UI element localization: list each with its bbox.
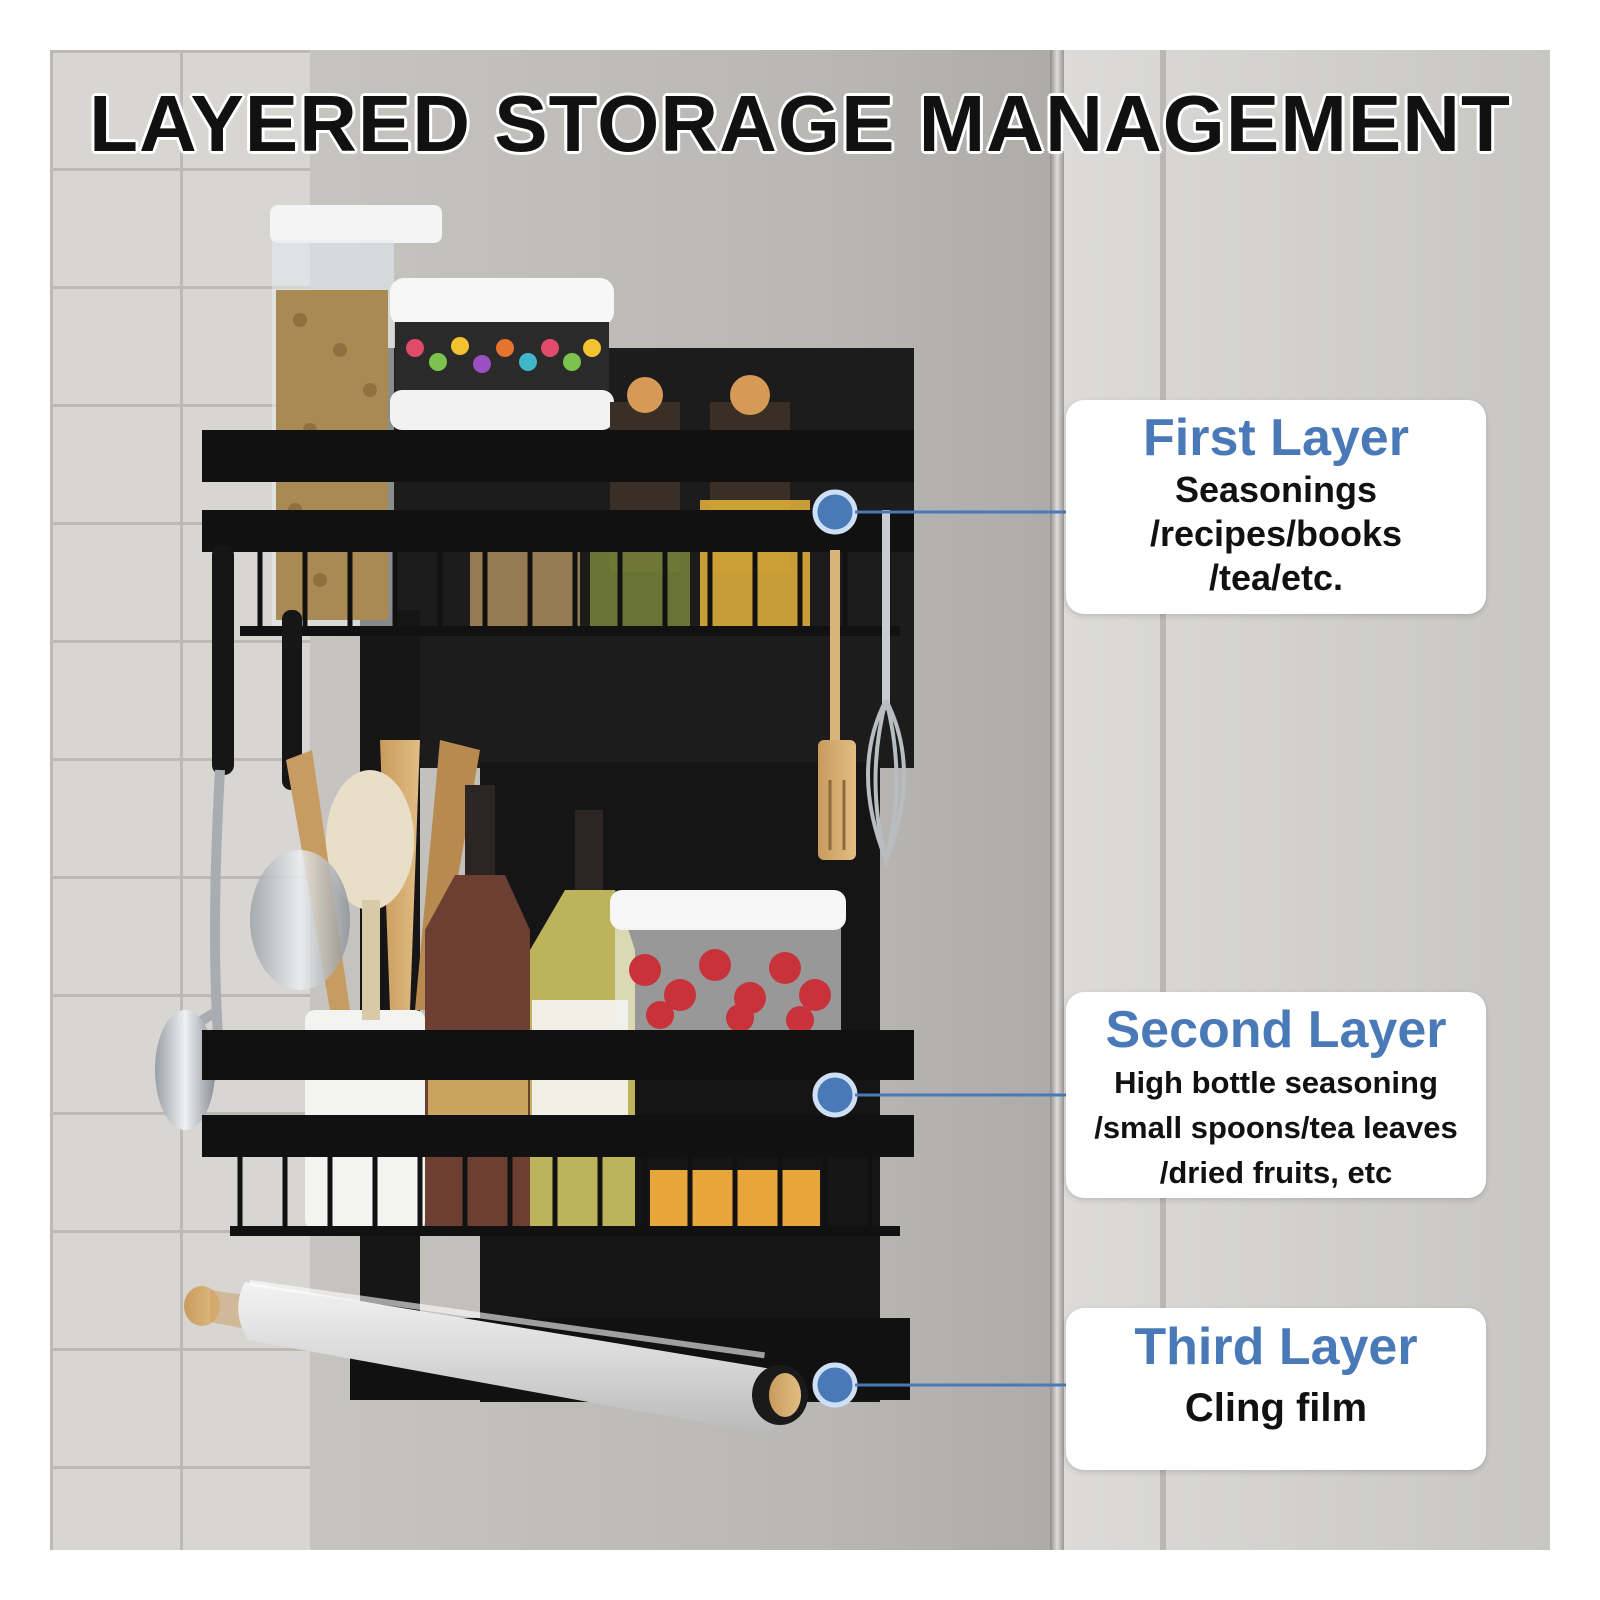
callout-heading: Third Layer bbox=[1134, 1318, 1418, 1376]
callout-connector-lines bbox=[855, 510, 1066, 1387]
fridge-side bbox=[1064, 50, 1550, 1550]
magnetic-rack-illustration bbox=[155, 205, 1066, 1435]
second-layer-basket bbox=[202, 1030, 914, 1236]
fridge-edge bbox=[1160, 50, 1166, 1550]
callout-heading: Second Layer bbox=[1105, 1001, 1447, 1059]
candy-container bbox=[390, 278, 614, 430]
fridge-door-gap bbox=[1050, 50, 1064, 1550]
whisk bbox=[866, 510, 906, 868]
callout-line: /recipes/books bbox=[1149, 513, 1403, 554]
callout-line: /small spoons/tea leaves bbox=[1094, 1110, 1458, 1145]
callout-third-layer: Third Layer Cling film bbox=[1066, 1308, 1486, 1470]
cling-film-roll bbox=[184, 1280, 910, 1435]
tile-wall bbox=[50, 50, 310, 1550]
first-layer-basket bbox=[202, 430, 914, 636]
callout-line: Cling film bbox=[1184, 1386, 1368, 1430]
callout-first-layer: First Layer Seasonings /recipes/books /t… bbox=[1066, 400, 1486, 614]
callout-line: /dried fruits, etc bbox=[1159, 1155, 1393, 1190]
callout-line: High bottle seasoning bbox=[1114, 1065, 1438, 1100]
callout-line: /tea/etc. bbox=[1208, 557, 1344, 598]
callout-heading: First Layer bbox=[1143, 409, 1409, 467]
wooden-spatula bbox=[812, 489, 858, 860]
callout-line: Seasonings bbox=[1174, 469, 1378, 510]
callout-second-layer: Second Layer High bottle seasoning /smal… bbox=[1066, 992, 1486, 1198]
product-photo-scene: LAYERED STORAGE MANAGEMENT First Layer S… bbox=[50, 50, 1550, 1550]
page-title: LAYERED STORAGE MANAGEMENT bbox=[89, 79, 1511, 168]
